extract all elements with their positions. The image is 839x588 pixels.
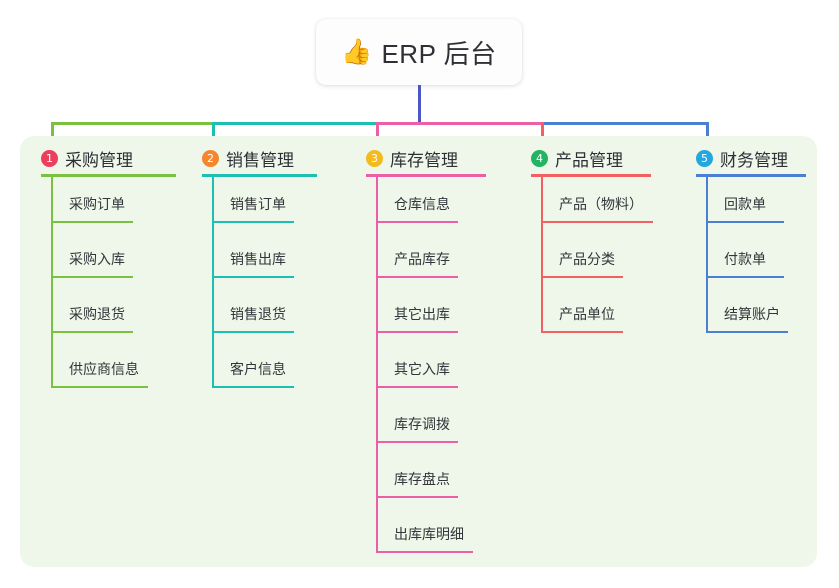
branch-leaf-rule [212,221,294,223]
branch-title: 采购管理 [65,151,133,170]
branch-number-badge: 4 [531,150,548,167]
branch-title: 产品管理 [555,151,623,170]
branch-leaf-label: 回款单 [724,196,766,212]
branch-leaf-rule [212,331,294,333]
branch-number-badge: 2 [202,150,219,167]
branch-leaf-rule [376,441,458,443]
root-title: ERP 后台 [381,38,497,69]
branch-leaf-rule [51,386,148,388]
branch-leaf-rule [706,276,784,278]
bus-segment-5 [541,122,709,125]
bus-segment-3 [376,122,544,125]
branch-title: 库存管理 [390,151,458,170]
bus-segment-1 [51,122,215,125]
branch-leaf-label: 采购退货 [69,306,125,322]
branch-header-rule [202,174,317,177]
branch-leaf-label: 库存盘点 [394,471,450,487]
branch-leaf-rule [376,386,458,388]
branch-title: 财务管理 [720,151,788,170]
branch-spine [706,174,708,333]
bus-segment-2 [212,122,379,125]
branch-leaf-label: 销售出库 [230,251,286,267]
branch-leaf-rule [51,276,133,278]
branch-leaf-label: 销售退货 [230,306,286,322]
branch-spine [376,174,378,553]
branch-leaf-label: 客户信息 [230,361,286,377]
branch-leaf-label: 产品（物料） [559,196,643,212]
branch-leaf-label: 结算账户 [724,306,780,322]
branch-spine [51,174,53,388]
branch-spine [541,174,543,333]
root-node[interactable]: 👍 ERP 后台 [316,19,522,85]
branch-leaf-label: 出库库明细 [394,526,464,542]
branch-leaf-rule [376,276,458,278]
branch-title: 销售管理 [226,151,294,170]
branch-leaf-label: 其它出库 [394,306,450,322]
branch-leaf-rule [51,221,133,223]
branch-leaf-rule [212,276,294,278]
branch-leaf-rule [51,331,133,333]
branch-leaf-label: 销售订单 [230,196,286,212]
branch-leaf-rule [376,331,458,333]
branch-leaf-rule [541,221,653,223]
branch-leaf-label: 产品分类 [559,251,615,267]
branch-header-rule [531,174,651,177]
branch-leaf-label: 采购入库 [69,251,125,267]
branch-header-5[interactable]: 5 财务管理 [696,146,788,171]
branch-number-badge: 3 [366,150,383,167]
branch-panel: 1 采购管理采购订单采购入库采购退货供应商信息 2 销售管理销售订单销售出库销售退货客… [20,136,817,567]
branch-header-1[interactable]: 1 采购管理 [41,146,133,171]
thumbs-up-icon: 👍 [341,37,373,66]
branch-leaf-label: 付款单 [724,251,766,267]
branch-leaf-label: 其它入库 [394,361,450,377]
trunk-connector [418,85,421,125]
branch-header-2[interactable]: 2 销售管理 [202,146,294,171]
branch-leaf-rule [706,221,784,223]
branch-number-badge: 5 [696,150,713,167]
branch-header-rule [41,174,176,177]
branch-leaf-rule [541,331,623,333]
branch-leaf-rule [376,496,458,498]
branch-number-badge: 1 [41,150,58,167]
branch-leaf-label: 库存调拨 [394,416,450,432]
branch-header-rule [696,174,806,177]
branch-leaf-rule [212,386,294,388]
branch-header-rule [366,174,486,177]
branch-header-3[interactable]: 3 库存管理 [366,146,458,171]
branch-leaf-rule [541,276,623,278]
branch-leaf-rule [376,551,473,553]
branch-leaf-label: 采购订单 [69,196,125,212]
branch-leaf-rule [376,221,458,223]
branch-leaf-label: 仓库信息 [394,196,450,212]
branch-spine [212,174,214,388]
branch-leaf-label: 产品单位 [559,306,615,322]
branch-leaf-label: 产品库存 [394,251,450,267]
branch-header-4[interactable]: 4 产品管理 [531,146,623,171]
branch-leaf-rule [706,331,788,333]
branch-leaf-label: 供应商信息 [69,361,139,377]
